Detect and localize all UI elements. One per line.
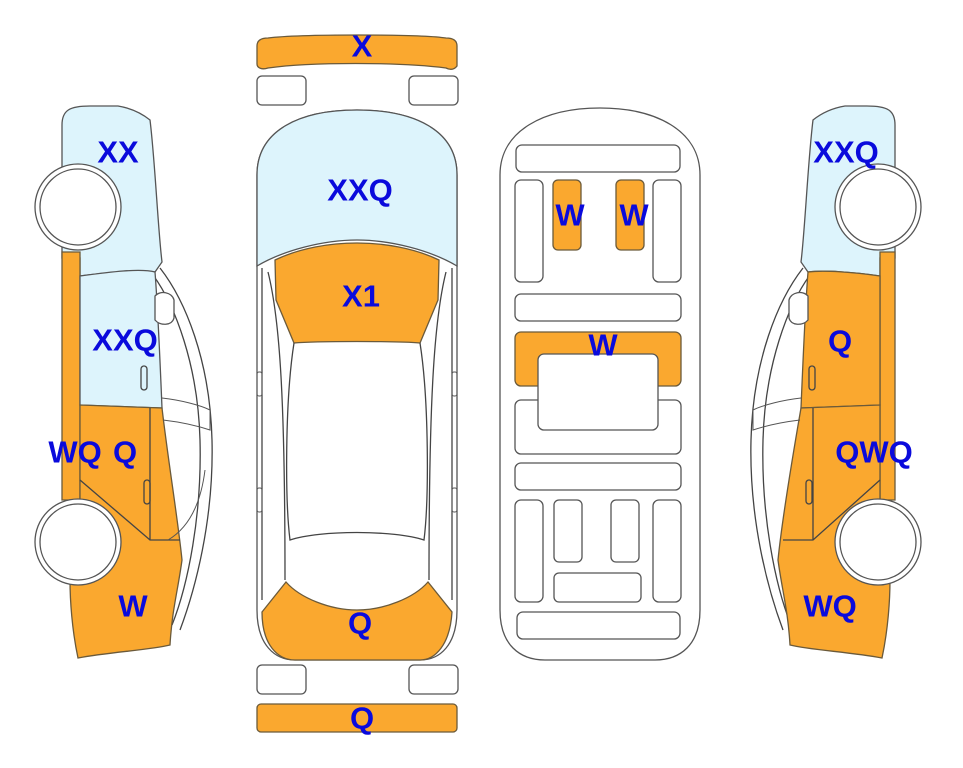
front-seat-right-panel[interactable] — [615, 179, 645, 251]
left-side-view — [34, 105, 213, 659]
left-front-wheel-inner — [39, 168, 117, 246]
left-seat-outline-2 — [167, 469, 206, 541]
label-left-pillar: WQ — [48, 434, 102, 470]
label-right-roof-front: XXQ — [813, 134, 879, 170]
center-console-box — [537, 353, 659, 431]
left-taillight — [256, 664, 307, 695]
windshield-panel[interactable] — [256, 109, 458, 268]
left-rear-wheel-inner — [39, 503, 117, 581]
right-rail-inner — [428, 271, 447, 581]
rear-seat-right — [610, 499, 640, 563]
left-front-handle-top — [256, 371, 263, 397]
label-front-seat-right: W — [619, 197, 649, 233]
label-left-quarter: W — [118, 588, 148, 624]
right-rear-door-trim — [652, 499, 682, 603]
left-mirror — [154, 291, 175, 325]
right-rear-door-handle — [805, 479, 813, 505]
right-front-wheel-inner — [839, 168, 917, 246]
label-left-roof-front: XX — [97, 134, 139, 170]
left-front-door-handle — [140, 365, 148, 391]
top-exterior-view — [256, 34, 459, 733]
right-rear-body-panel[interactable] — [777, 404, 891, 659]
label-front-seat-left: W — [555, 197, 585, 233]
right-front-door-trim — [652, 179, 682, 283]
right-rear-handle-top — [451, 487, 458, 513]
label-left-door-rear: Q — [112, 434, 138, 470]
front-seat-left-panel[interactable] — [552, 179, 582, 251]
right-front-handle-top — [451, 371, 458, 397]
front-seat-back — [514, 293, 682, 322]
label-left-window-front: XXQ — [92, 322, 158, 358]
left-rail-inner — [267, 271, 286, 581]
left-front-door-trim — [514, 179, 544, 283]
rear-seat-back — [514, 462, 682, 491]
right-rear-wheel-inner — [839, 503, 917, 581]
label-rear-bumper: Q — [349, 700, 375, 736]
rear-bumper-panel[interactable] — [256, 703, 458, 733]
label-right-door-rear: QWQ — [835, 434, 913, 470]
label-hood: X1 — [342, 278, 380, 314]
left-rear-door-handle — [143, 479, 151, 505]
label-front-bumper: X — [351, 28, 373, 64]
front-bumper-panel[interactable] — [256, 34, 458, 70]
right-taillight — [408, 664, 459, 695]
right-front-door-handle — [808, 365, 816, 391]
right-body-outline — [750, 267, 804, 631]
trunk-panel[interactable] — [261, 580, 453, 661]
left-rear-handle-top — [256, 487, 263, 513]
right-mirror — [788, 291, 809, 325]
rear-center-box — [553, 572, 642, 603]
left-seat-outline — [161, 397, 211, 431]
dashboard — [515, 144, 681, 173]
label-trunk: Q — [347, 605, 373, 641]
right-seat-outline — [752, 397, 802, 431]
interior-view — [499, 107, 701, 661]
cabin-outline — [286, 342, 428, 541]
right-headlight — [408, 75, 459, 106]
hood-panel[interactable] — [274, 242, 440, 344]
left-headlight — [256, 75, 307, 106]
label-right-quarter: WQ — [803, 588, 857, 624]
left-rear-body-panel[interactable] — [69, 404, 183, 659]
left-body-outline — [159, 267, 213, 631]
right-side-view — [750, 105, 922, 659]
rear-seat-left — [553, 499, 583, 563]
trunk-floor — [516, 611, 681, 640]
left-rear-door-trim — [514, 499, 544, 603]
label-console: W — [588, 327, 618, 363]
label-windshield: XXQ — [327, 172, 393, 208]
label-right-door-front: Q — [827, 323, 853, 359]
